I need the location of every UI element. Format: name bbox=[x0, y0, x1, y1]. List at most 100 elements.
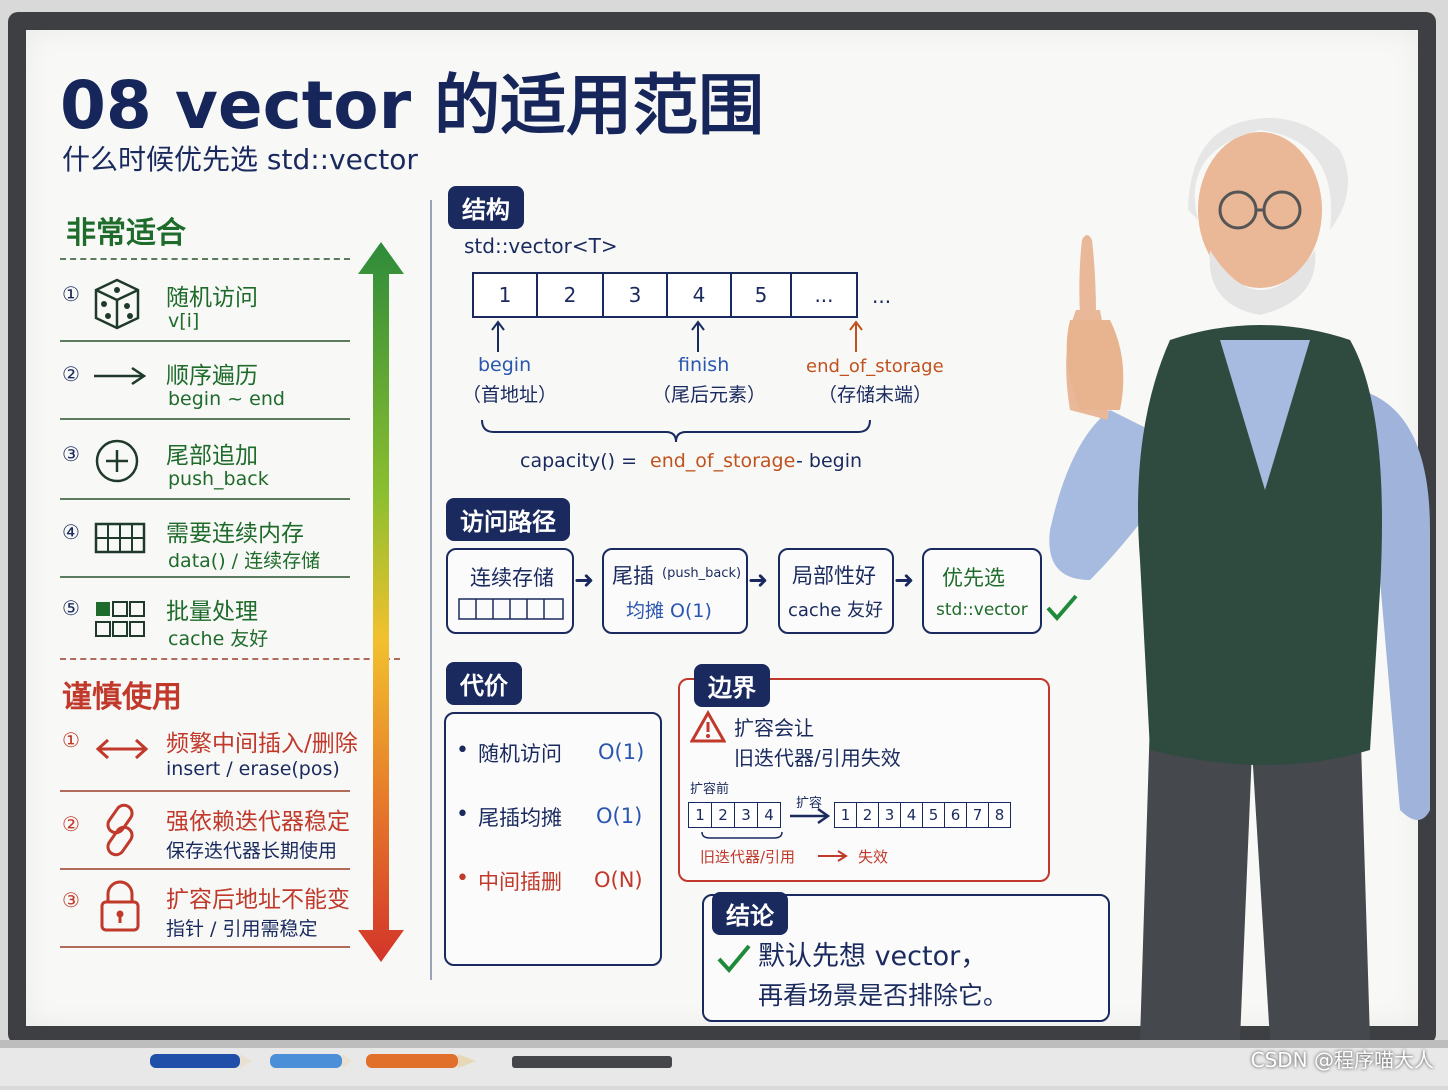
pointer-begin-name: begin bbox=[478, 354, 532, 376]
bullet-icon: • bbox=[456, 866, 469, 891]
path-step-title: 局部性好 bbox=[792, 564, 876, 588]
page-subtitle: 什么时候优先选 std::vector bbox=[62, 143, 418, 176]
boundary-warning-line2: 旧迭代器/引用失效 bbox=[734, 746, 901, 770]
structure-tag: 结构 bbox=[448, 186, 524, 229]
capacity-formula-a: capacity() = bbox=[520, 450, 637, 472]
invalidated-result: 失效 bbox=[858, 848, 889, 866]
item-subtitle: insert / erase(pos) bbox=[166, 758, 340, 780]
pointer-arrows-icon bbox=[491, 320, 863, 352]
item-number: ③ bbox=[62, 442, 80, 466]
mini-cell: 7 bbox=[966, 802, 989, 828]
vector-type-label: std::vector<T> bbox=[464, 234, 618, 258]
conclusion-line1: 默认先想 vector， bbox=[758, 941, 988, 972]
array-cell: 3 bbox=[602, 272, 668, 318]
watermark: CSDN @程序喵大人 bbox=[1250, 1048, 1434, 1072]
item-subtitle: 保存迭代器长期使用 bbox=[166, 840, 338, 862]
pointer-finish-name: finish bbox=[678, 354, 730, 376]
item-subtitle: begin ~ end bbox=[168, 388, 285, 410]
column-divider bbox=[430, 200, 432, 980]
item-number: ② bbox=[62, 362, 80, 386]
item-number: ① bbox=[62, 728, 80, 752]
array-cell: 2 bbox=[536, 272, 604, 318]
path-step-title-note: (push_back) bbox=[662, 566, 742, 581]
item-title: 批量处理 bbox=[166, 599, 258, 625]
page-title: 08 vector 的适用范围 bbox=[60, 67, 765, 144]
mini-cell: 3 bbox=[878, 802, 901, 828]
divider bbox=[60, 946, 350, 948]
item-number: ① bbox=[62, 282, 80, 306]
array-cell: 4 bbox=[666, 272, 732, 318]
plus-circle-icon bbox=[95, 439, 139, 483]
arrow-right-icon: ➜ bbox=[748, 566, 769, 594]
item-number: ④ bbox=[62, 520, 80, 544]
item-title: 扩容后地址不能变 bbox=[166, 887, 350, 913]
conclusion-tag: 结论 bbox=[712, 892, 788, 935]
chain-link-icon bbox=[106, 803, 134, 857]
path-step-sub: std::vector bbox=[936, 600, 1028, 620]
marker-tray bbox=[0, 1040, 1448, 1086]
lock-icon bbox=[100, 880, 140, 932]
suitable-heading: 非常适合 bbox=[66, 216, 186, 251]
arrow-right-icon bbox=[94, 366, 147, 386]
divider bbox=[60, 498, 350, 500]
item-subtitle: cache 友好 bbox=[168, 628, 269, 650]
grow-label: 扩容 bbox=[796, 796, 823, 811]
divider bbox=[60, 576, 350, 578]
caution-heading: 谨慎使用 bbox=[62, 680, 182, 715]
gradient-scale-arrow-icon bbox=[358, 242, 404, 962]
memory-block-icon bbox=[458, 598, 564, 620]
array-cell: ... bbox=[790, 272, 858, 318]
mini-cell: 3 bbox=[734, 802, 758, 828]
item-title: 顺序遍历 bbox=[166, 363, 258, 389]
cost-tag: 代价 bbox=[446, 662, 522, 705]
bullet-icon: • bbox=[456, 802, 469, 827]
grid-icon bbox=[94, 522, 146, 554]
mini-cell: 5 bbox=[922, 802, 945, 828]
mini-cell: 6 bbox=[944, 802, 967, 828]
cost-value: O(N) bbox=[594, 868, 643, 892]
boundary-warning-line1: 扩容会让 bbox=[734, 716, 814, 740]
divider bbox=[60, 658, 400, 660]
item-title: 频繁中间插入/删除 bbox=[166, 731, 358, 757]
cost-panel: • 随机访问 O(1) • 尾插均摊 O(1) • 中间插删 O(N) bbox=[444, 712, 662, 966]
cost-label: 尾插均摊 bbox=[478, 806, 562, 830]
conclusion-line2: 再看场景是否排除它。 bbox=[758, 981, 1009, 1010]
double-arrow-icon bbox=[95, 738, 149, 760]
item-number: ② bbox=[62, 812, 80, 836]
mini-cell: 4 bbox=[900, 802, 923, 828]
capacity-formula-b: end_of_storage bbox=[650, 450, 796, 472]
array-cell: 1 bbox=[472, 272, 538, 318]
markers-icon bbox=[0, 1040, 1448, 1068]
item-subtitle: v[i] bbox=[168, 310, 200, 332]
invalidated-label: 旧迭代器/引用 bbox=[700, 848, 796, 866]
checkmark-icon bbox=[1046, 594, 1078, 622]
item-title: 随机访问 bbox=[166, 285, 258, 311]
pointer-end-name: end_of_storage bbox=[806, 356, 944, 377]
path-step: 优先选 std::vector bbox=[922, 548, 1042, 634]
divider bbox=[60, 868, 350, 870]
mini-cell: 4 bbox=[757, 802, 781, 828]
divider bbox=[60, 790, 350, 792]
mini-cell: 2 bbox=[856, 802, 879, 828]
mini-cell: 2 bbox=[711, 802, 735, 828]
mini-cell: 8 bbox=[988, 802, 1011, 828]
path-step: 局部性好 cache 友好 bbox=[778, 548, 894, 634]
dice-icon bbox=[94, 278, 140, 330]
item-number: ③ bbox=[62, 888, 80, 912]
arrow-right-icon bbox=[818, 850, 848, 862]
divider bbox=[60, 340, 350, 342]
arrow-right-icon: ➜ bbox=[894, 566, 915, 594]
item-number: ⑤ bbox=[62, 596, 80, 620]
teacher-illustration-icon bbox=[1049, 118, 1430, 1040]
pointer-finish-desc: （尾后元素） bbox=[652, 384, 767, 406]
divider bbox=[60, 258, 350, 260]
item-title: 强依赖迭代器稳定 bbox=[166, 809, 350, 835]
path-step-sub: 均摊 O(1) bbox=[626, 600, 712, 622]
warning-icon bbox=[690, 710, 726, 743]
path-step: 连续存储 bbox=[446, 548, 574, 634]
before-grow-label: 扩容前 bbox=[690, 782, 730, 797]
item-title: 尾部追加 bbox=[166, 443, 258, 469]
item-subtitle: 指针 / 引用需稳定 bbox=[166, 918, 318, 940]
item-title: 需要连续内存 bbox=[166, 521, 304, 547]
bullet-icon: • bbox=[456, 738, 469, 763]
